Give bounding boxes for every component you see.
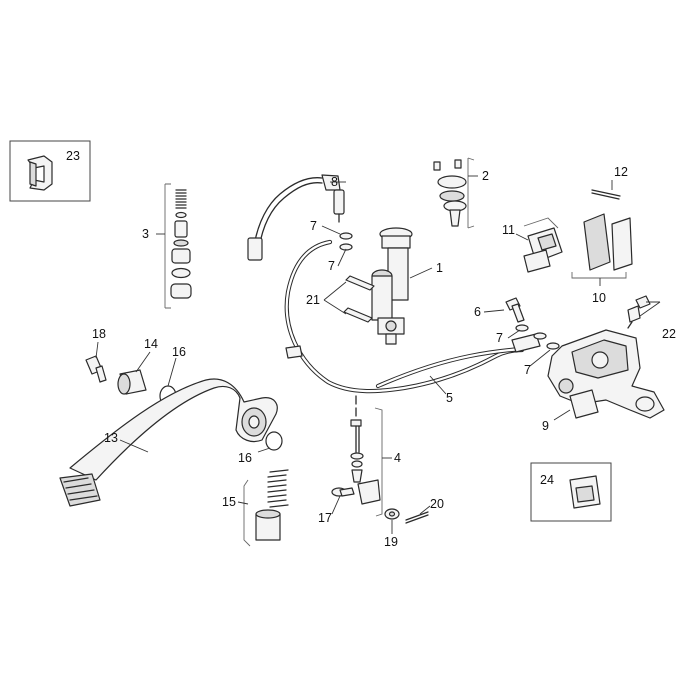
callout-8: 8 <box>331 175 338 189</box>
part-8-brake-switch-wire <box>247 174 345 261</box>
part-23-hose-clip <box>9 140 91 202</box>
banjo-fitting <box>511 333 541 353</box>
part-1-master-cylinder <box>371 227 413 345</box>
callout-17: 17 <box>318 511 332 525</box>
hose-grommet <box>285 345 303 359</box>
callout-18: 18 <box>92 327 106 341</box>
clevis <box>357 479 381 505</box>
clip-side <box>29 161 37 187</box>
part-24-pad-kit <box>530 462 612 522</box>
seal <box>171 267 191 279</box>
callout-7b: 7 <box>328 259 335 273</box>
callout-23: 23 <box>66 149 80 163</box>
callout-labels: 1 2 3 4 5 6 7 7 7 7 8 9 10 11 12 13 14 1… <box>66 149 676 549</box>
callout-5: 5 <box>446 391 453 405</box>
part-14-bushing <box>117 369 147 395</box>
part-9-brake-caliper <box>547 329 665 419</box>
callout-16a: 16 <box>172 345 186 359</box>
callout-16b: 16 <box>238 451 252 465</box>
part-24-box <box>530 462 612 522</box>
part-11-pad-spring <box>523 217 563 273</box>
pad-right <box>611 217 633 271</box>
part-22-bleed-valve <box>627 295 651 329</box>
pad-left <box>583 213 611 271</box>
part-5-brake-hose <box>284 239 541 394</box>
callout-13: 13 <box>104 431 118 445</box>
callout-7a: 7 <box>310 219 317 233</box>
callout-3: 3 <box>142 227 149 241</box>
part-4-push-rod <box>350 395 383 517</box>
callout-12: 12 <box>614 165 628 179</box>
connector <box>247 237 263 261</box>
callout-7d: 7 <box>524 363 531 377</box>
callout-21: 21 <box>306 293 320 307</box>
callout-10: 10 <box>592 291 606 305</box>
callout-7c: 7 <box>496 331 503 345</box>
callout-14: 14 <box>144 337 158 351</box>
part-2-reservoir-cap <box>433 157 475 229</box>
callout-22: 22 <box>662 327 676 341</box>
part-20-cotter-pin <box>405 511 429 524</box>
part-10-brake-pads <box>571 213 633 279</box>
callout-19: 19 <box>384 535 398 549</box>
part-6-banjo-bolt <box>505 297 525 323</box>
callout-2: 2 <box>482 169 489 183</box>
cap <box>437 175 467 189</box>
callout-20: 20 <box>430 497 444 511</box>
part-12-pad-pin <box>591 189 621 200</box>
piston <box>174 220 188 238</box>
spring <box>175 189 187 209</box>
part-3-piston-kit <box>164 183 192 309</box>
part-15-return-spring <box>243 469 289 547</box>
part-18-bolt <box>85 355 107 383</box>
part-21-bolts <box>343 275 375 323</box>
part-19-washer <box>384 508 400 520</box>
part-17-clevis-pin <box>331 487 355 497</box>
callout-4: 4 <box>394 451 401 465</box>
callout-9: 9 <box>542 419 549 433</box>
callout-1: 1 <box>436 261 443 275</box>
diaphragm <box>439 190 465 202</box>
part-13-brake-pedal <box>59 378 278 507</box>
cap <box>170 283 192 299</box>
leader-lines <box>95 175 661 534</box>
callout-11: 11 <box>502 223 515 237</box>
callout-24: 24 <box>540 473 554 487</box>
pedal-tip <box>59 473 101 507</box>
switch-body <box>333 189 345 215</box>
callout-6: 6 <box>474 305 481 319</box>
screws <box>433 159 462 171</box>
callout-15: 15 <box>222 495 236 509</box>
